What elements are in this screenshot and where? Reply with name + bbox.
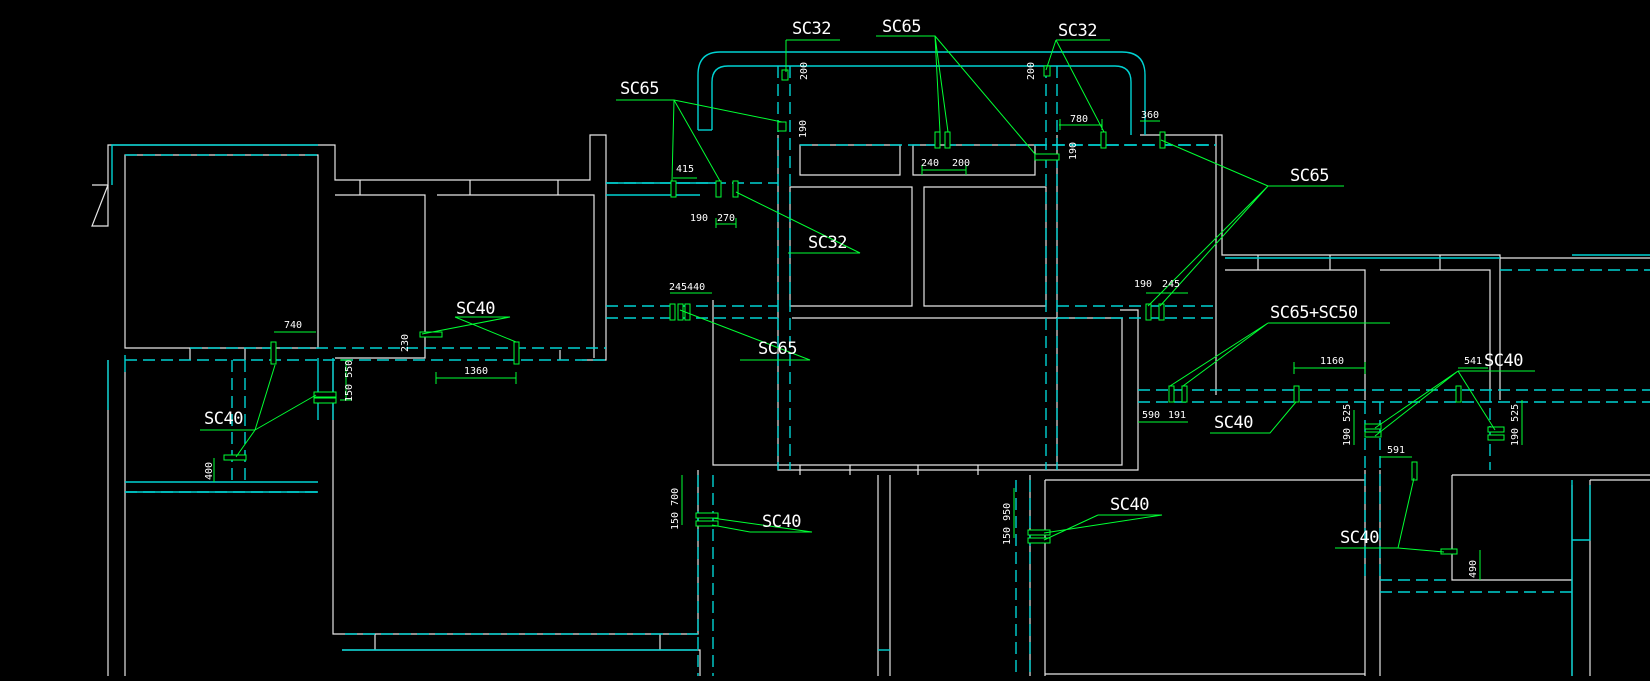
- dimension-text: 200: [799, 62, 810, 80]
- pipe-label-sc40: SC40: [456, 299, 495, 319]
- dimension-text: 400: [204, 462, 215, 480]
- dimension-text: 270: [717, 213, 735, 224]
- dimension-text: 150 550: [344, 360, 355, 402]
- dimension-text: 190 525: [1342, 404, 1353, 446]
- pipe-label-sc40: SC40: [204, 409, 243, 429]
- dimension-text: 190: [1134, 279, 1152, 290]
- dimension-text: 190: [690, 213, 708, 224]
- building-walls: [91, 134, 1650, 676]
- dimension-text: 190: [798, 120, 809, 138]
- pipe-label-sc32: SC32: [808, 233, 847, 253]
- pipe-label-sc40: SC40: [1340, 528, 1379, 548]
- dimension-text: 200: [1026, 62, 1037, 80]
- pipe-label-sc40: SC40: [1214, 413, 1253, 433]
- pipe-label-sc65-sc50: SC65+SC50: [1270, 303, 1358, 323]
- dimension-labels: 200 200 190 780 360 190 240 200 415 190 …: [204, 62, 1521, 578]
- dimension-text: 150 700: [670, 488, 681, 530]
- dimension-text: 591: [1387, 445, 1405, 456]
- conduit-runs: [107, 51, 1650, 676]
- dimension-text: 780: [1070, 114, 1088, 125]
- dimension-text: 360: [1141, 110, 1159, 121]
- pipe-label-sc40: SC40: [1110, 495, 1149, 515]
- pipe-label-sc65: SC65: [882, 17, 921, 37]
- dimension-text: 1160: [1320, 356, 1344, 367]
- dimension-text: 190: [1068, 142, 1079, 160]
- dimension-text: 230: [400, 334, 411, 352]
- dimension-text: 191: [1168, 410, 1186, 421]
- pipe-label-sc65: SC65: [1290, 166, 1329, 186]
- dimension-text: 190 525: [1510, 404, 1521, 446]
- dimension-text: 1360: [464, 366, 488, 377]
- pipe-label-sc65: SC65: [620, 79, 659, 99]
- dimension-text: 490: [1468, 560, 1479, 578]
- dimension-text: 200: [952, 158, 970, 169]
- dimension-text: 240: [921, 158, 939, 169]
- pipe-label-sc32: SC32: [1058, 21, 1097, 41]
- dimension-text: 245: [1162, 279, 1180, 290]
- dimension-text: 150 950: [1002, 503, 1013, 545]
- dimension-text: 590: [1142, 410, 1160, 421]
- dimension-text: 740: [284, 320, 302, 331]
- pipe-annotations: [200, 35, 1535, 580]
- pipe-label-sc40: SC40: [1484, 351, 1523, 371]
- pipe-label-sc65: SC65: [758, 339, 797, 359]
- pipe-labels: SC32 SC65 SC32 SC65 SC65 SC32 SC40 SC40 …: [204, 17, 1524, 548]
- dimension-text: 245440: [669, 282, 705, 293]
- pipe-label-sc40: SC40: [762, 512, 801, 532]
- pipe-label-sc32: SC32: [792, 19, 831, 39]
- dimension-text: 415: [676, 164, 694, 175]
- dimension-text: 541: [1464, 356, 1482, 367]
